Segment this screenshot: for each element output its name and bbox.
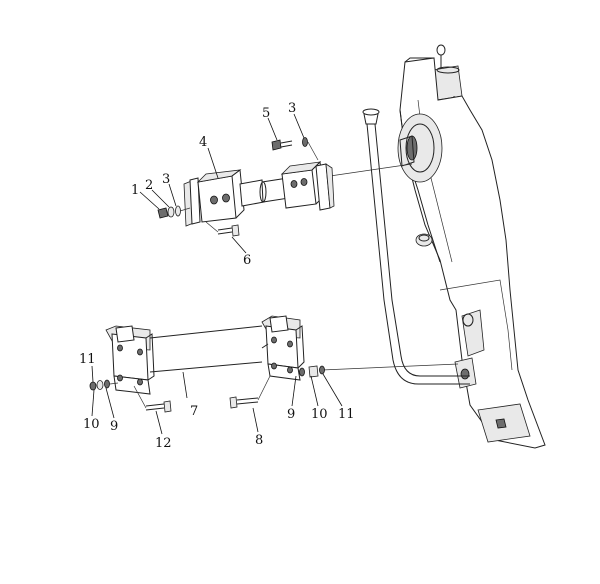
upper-fasteners: [157, 137, 319, 237]
callout-9-left: 9: [110, 419, 118, 434]
callout-12: 12: [155, 436, 172, 451]
callout-5: 5: [262, 106, 270, 121]
upper-drive-shaft: [183, 160, 335, 227]
callout-3: 3: [162, 172, 170, 187]
callout-6: 6: [243, 253, 251, 268]
washer-3: [175, 205, 181, 217]
bolt-5: [271, 139, 282, 151]
nut-1: [157, 207, 169, 219]
callout-3-top: 3: [288, 101, 296, 116]
callout-numbers: 1 2 3 4 5 3 6 7 8 9 10 11 11 10 9 12: [79, 101, 355, 451]
gearbox-housing: [397, 44, 546, 449]
leader-lines: [91, 113, 343, 435]
callout-4: 4: [199, 135, 207, 150]
washer-2: [167, 206, 175, 218]
callout-11-right: 11: [338, 407, 355, 422]
upper-center-line: [329, 163, 413, 177]
callout-10-left: 10: [83, 417, 100, 432]
callout-11-left: 11: [79, 352, 96, 367]
lower-center-line: [321, 363, 459, 371]
callout-7: 7: [190, 404, 198, 419]
callout-1: 1: [131, 183, 139, 198]
callout-10-right: 10: [311, 407, 328, 422]
bent-pipe: [362, 108, 470, 385]
lower-drive-shaft: [105, 315, 305, 395]
callout-9-right: 9: [287, 407, 295, 422]
callout-2: 2: [145, 178, 153, 193]
callout-8: 8: [255, 433, 263, 448]
lower-fasteners: [89, 365, 325, 413]
